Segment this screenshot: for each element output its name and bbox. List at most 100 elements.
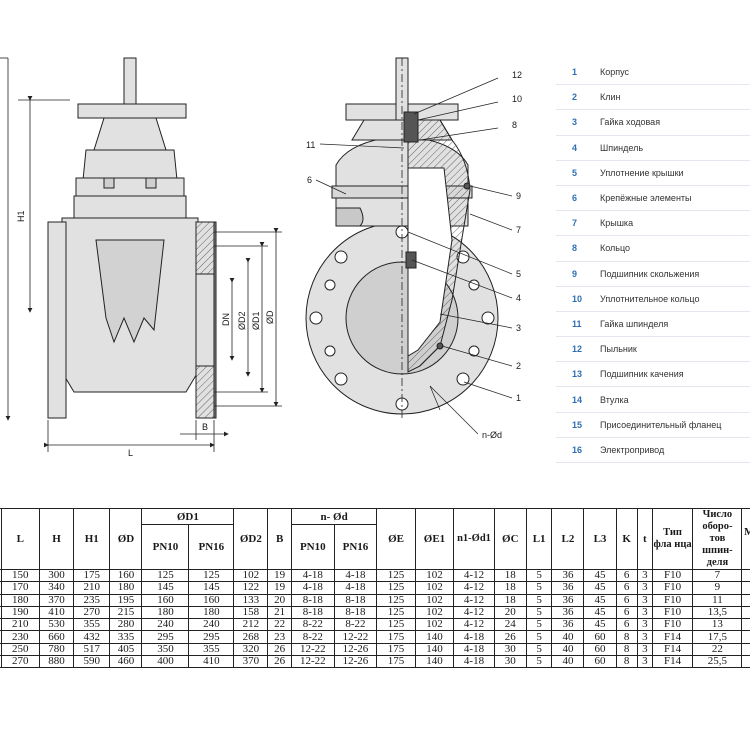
dim-d2: ØD2 — [237, 311, 247, 330]
legend-item-name: Присоединительный фланец — [600, 419, 722, 430]
legend-item-number: 9 — [572, 268, 578, 279]
table-cell: 212 — [233, 618, 269, 632]
table-cell: 355 — [188, 642, 235, 657]
col-h1-header: H1 — [73, 508, 111, 570]
table-cell: 5 — [525, 593, 553, 607]
table-cell: F14 — [651, 655, 694, 669]
table-cell: 125 — [188, 568, 235, 583]
callout-bolt-holes: n-Ød — [482, 430, 502, 440]
table-cell: 410 — [38, 605, 75, 620]
legend-item-number: 1 — [572, 67, 578, 78]
table-cell: 102 — [414, 605, 455, 620]
legend-item-number: 10 — [572, 293, 583, 304]
col-nd-pn10-header: PN10 — [290, 524, 335, 570]
table-cell: 180 — [109, 581, 143, 595]
table-cell: 4-18 — [453, 655, 495, 669]
table-cell: 1 — [741, 593, 750, 607]
table-cell: 215 — [109, 605, 143, 620]
col-d-header: ØD — [109, 508, 143, 570]
table-cell: 8 — [615, 642, 638, 657]
table-cell: 30 — [493, 655, 527, 669]
table-cell: 460 — [109, 655, 143, 669]
table-cell: 400 — [141, 655, 190, 669]
table-cell: 60 — [583, 655, 617, 669]
dim-b: B — [202, 422, 208, 432]
callout-5: 5 — [516, 269, 521, 279]
table-cell: F14 — [651, 642, 694, 657]
table-cell: 18 — [493, 581, 527, 595]
table-cell: 125 — [141, 568, 190, 583]
table-cell: 4-12 — [453, 581, 495, 595]
table-cell: 26 — [267, 642, 292, 657]
table-cell: 410 — [188, 655, 235, 669]
table-cell: 40 — [551, 642, 585, 657]
table-cell: 280 — [109, 618, 143, 632]
callout-2: 2 — [516, 361, 521, 371]
table-cell: 26 — [493, 630, 527, 644]
table-cell: 4-12 — [453, 618, 495, 632]
table-cell: 4-12 — [453, 568, 495, 583]
callout-3: 3 — [516, 323, 521, 333]
table-cell: 36 — [551, 593, 585, 607]
table-cell: 240 — [188, 618, 235, 632]
table-cell: 1 — [741, 655, 750, 669]
legend-item-number: 14 — [572, 394, 583, 405]
callout-10: 10 — [512, 94, 522, 104]
table-cell: 180 — [0, 593, 40, 607]
table-cell: 18 — [493, 568, 527, 583]
table-cell: 4-12 — [453, 605, 495, 620]
table-cell: 125 — [376, 605, 416, 620]
dimensions-left — [0, 57, 282, 452]
table-cell: 250 — [0, 642, 40, 657]
col-l3-header: L3 — [583, 508, 617, 570]
table-cell: F10 — [651, 605, 694, 620]
table-cell: 12-22 — [290, 642, 335, 657]
table-cell: 4-18 — [453, 630, 495, 644]
table-cell: 36 — [551, 605, 585, 620]
table-cell: 295 — [141, 630, 190, 644]
table-cell: 175 — [376, 642, 416, 657]
legend-item-name: Электропривод — [600, 444, 665, 455]
legend-item-number: 3 — [572, 117, 578, 128]
table-cell: 23 — [267, 630, 292, 644]
table-cell: 335 — [109, 630, 143, 644]
callout-8: 8 — [512, 120, 517, 130]
table-cell: 8-22 — [290, 618, 335, 632]
table-cell: 150 — [0, 568, 40, 583]
dim-dn: DN — [221, 313, 231, 326]
callout-11: 11 — [306, 140, 315, 150]
bonnet-neck — [93, 117, 167, 151]
table-cell: 4-18 — [290, 581, 335, 595]
table-cell: 12-26 — [333, 642, 378, 657]
table-cell: 8 — [615, 655, 638, 669]
table-cell: 195 — [109, 593, 143, 607]
col-mass-header: М с к — [741, 508, 750, 570]
col-turns-header: Число оборо- тов шпин- деля — [692, 508, 743, 570]
spec-table: L H H1 ØD ØD1 ØD2 B n- Ød ØE ØE1 n1-Ød1 … — [0, 507, 750, 669]
col-d2-header: ØD2 — [233, 508, 269, 570]
legend-item: 14 Втулка — [556, 387, 750, 413]
table-cell: 102 — [414, 593, 455, 607]
table-cell: F10 — [651, 568, 694, 583]
legend-item-name: Кольцо — [600, 243, 631, 254]
table-cell: 13,5 — [692, 605, 743, 620]
bonnet-flange — [75, 177, 185, 197]
col-flange-header: Тип фла нца — [651, 508, 694, 570]
table-cell: 3 — [636, 605, 653, 620]
table-cell: 140 — [414, 630, 455, 644]
callout-7: 7 — [516, 225, 521, 235]
table-cell: 5 — [741, 630, 750, 644]
legend-item-name: Втулка — [600, 394, 629, 405]
table-cell: 175 — [376, 630, 416, 644]
callout-leaders — [315, 77, 513, 435]
legend-item-number: 5 — [572, 167, 578, 178]
legend-item-name: Клин — [600, 92, 621, 103]
col-l2-header: L2 — [551, 508, 585, 570]
